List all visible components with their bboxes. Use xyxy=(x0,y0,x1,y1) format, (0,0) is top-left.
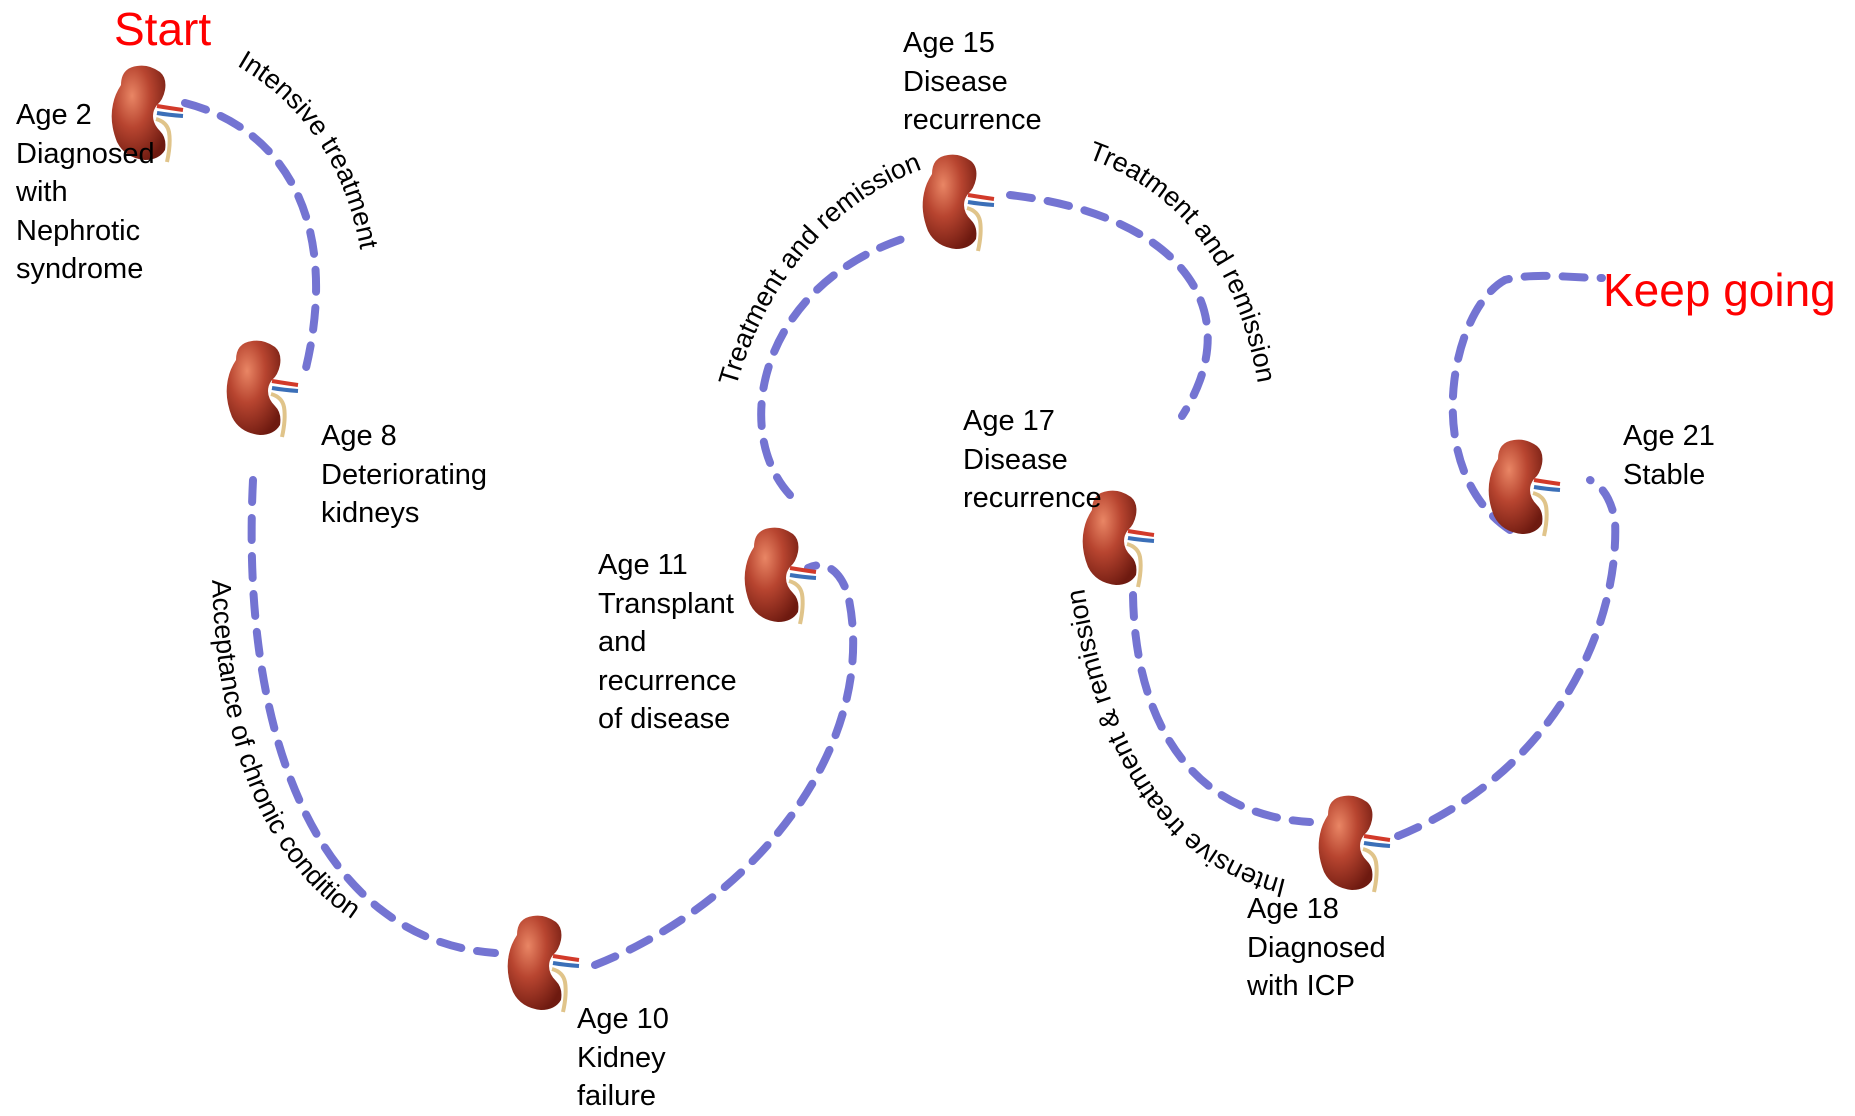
milestone-age8-label: Age 8 Deteriorating kidneys xyxy=(321,417,487,533)
kidney-icon-age18 xyxy=(1319,796,1390,892)
milestone-age10-label: Age 10 Kidney failure xyxy=(577,1000,669,1116)
kidney-icon-age10 xyxy=(508,916,579,1012)
milestone-age17-label: Age 17 Disease recurrence xyxy=(963,402,1102,518)
keep-going-label: Keep going xyxy=(1603,265,1836,315)
transition-label-treatment-remission-right: Treatment and remission xyxy=(1085,136,1281,385)
transition-label-treatment-remission-left: Treatment and remission xyxy=(713,147,925,389)
journey-paths xyxy=(185,103,1615,965)
milestone-age18-label: Age 18 Diagnosed with ICP xyxy=(1247,890,1386,1006)
path-age8-age10 xyxy=(252,480,495,953)
path-age18-age21 xyxy=(1398,480,1615,836)
milestone-age11-label: Age 11 Transplant and recurrence of dise… xyxy=(598,546,737,739)
milestone-age15-label: Age 15 Disease recurrence xyxy=(903,24,1042,140)
transition-label-intensive-treatment: Intensive treatment xyxy=(234,45,385,252)
path-age15-right xyxy=(1010,195,1208,416)
kidney-icon-age21 xyxy=(1489,440,1560,536)
path-age2-age8 xyxy=(185,103,316,372)
transition-label-acceptance: Acceptance of chronic condition xyxy=(206,579,366,924)
kidney-icon-age11 xyxy=(745,528,816,624)
kidney-icon-age8 xyxy=(227,341,298,437)
start-label: Start xyxy=(114,4,211,54)
kidney-icon-age15 xyxy=(923,155,994,251)
milestone-age21-label: Age 21 Stable xyxy=(1623,417,1715,494)
milestone-age2-label: Age 2 Diagnosed with Nephrotic syndrome xyxy=(16,96,155,289)
